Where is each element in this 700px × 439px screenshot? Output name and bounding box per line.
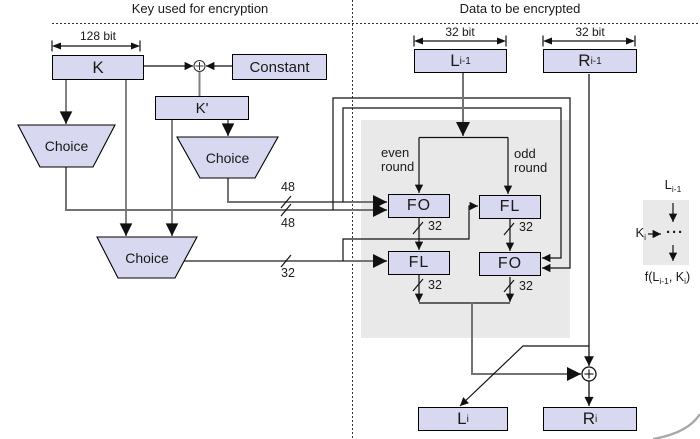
bus48-upper-label: 48: [281, 180, 295, 194]
mini-l-sub: i-1: [671, 184, 682, 194]
choice2-shape: [176, 136, 279, 179]
bus32-fo-even-label: 32: [428, 219, 442, 233]
slash-32: [280, 254, 292, 268]
mini-f-suffix: ): [686, 270, 691, 284]
k-box: K: [52, 55, 144, 80]
fl-odd-box: FL: [479, 195, 541, 219]
corner-swoosh-decoration: [652, 413, 700, 439]
bus32-fl-odd-label: 32: [519, 220, 533, 234]
choice2-label: Choice: [205, 150, 250, 166]
mini-function-panel: [643, 200, 689, 265]
r-in-sub: i-1: [590, 55, 602, 67]
fo-odd-box: FO: [479, 252, 541, 276]
r-width-arrow: [542, 35, 636, 47]
choice1-shape: [17, 124, 116, 168]
mini-k-sub: i: [644, 232, 646, 242]
k-width-arrow: [51, 40, 141, 52]
odd-round-label: odd round: [514, 147, 547, 175]
wire-round-out-to-xor2: [471, 303, 581, 381]
bus32-fo-odd-label: 32: [519, 279, 533, 293]
mini-dots: ···: [666, 224, 684, 241]
mini-k-base: K: [635, 225, 645, 240]
slash-48-lower: [280, 203, 292, 217]
choice3-shape: [96, 236, 198, 279]
even-round-label: even round: [381, 146, 414, 174]
mini-k-label: Ki: [616, 225, 646, 242]
fo-even-box: FO: [388, 194, 450, 218]
k-bit-width-label: 128 bit: [79, 29, 117, 43]
r-out-sub: i: [595, 413, 598, 425]
bus32-label: 32: [281, 266, 295, 280]
fl-even-box: FL: [388, 251, 450, 275]
l-bit-width-label: 32 bit: [445, 25, 475, 39]
l-in-sub: i-1: [459, 55, 471, 67]
choice3-label: Choice: [125, 250, 169, 266]
slash-48-upper: [280, 195, 292, 209]
k-prime-box: K': [155, 96, 249, 120]
xor1-node: [193, 59, 206, 73]
bus-48-upper: [227, 178, 387, 209]
mini-f-label: f(Li-1, Ki): [635, 270, 700, 286]
constant-box: Constant: [232, 54, 327, 80]
bus48-lower-label: 48: [281, 216, 295, 230]
mini-f-sub1: i-1: [659, 276, 669, 286]
odd-round-line2: round: [514, 160, 548, 175]
wrap-wire-inner: [342, 107, 562, 263]
mini-l-base: L: [664, 177, 672, 192]
even-round-line2: round: [381, 159, 415, 174]
slash-32-fl-odd: [503, 222, 515, 236]
bus32-fl-even-label: 32: [428, 278, 442, 292]
mini-f-prefix: f(L: [644, 270, 660, 284]
mini-f-mid: , K: [668, 270, 685, 284]
choice1-label: Choice: [44, 138, 89, 154]
slash-32-fo-even: [412, 221, 424, 235]
even-round-line1: even: [381, 145, 410, 160]
wire-r-in-to-l-out: [459, 345, 589, 407]
data-section-title: Data to be encrypted: [459, 1, 581, 16]
xor2-node: [581, 366, 597, 382]
r-in-base: R: [578, 51, 591, 70]
key-section-title: Key used for encryption: [131, 1, 269, 16]
bus-48-lower: [65, 167, 387, 217]
r-out-base: R: [582, 409, 596, 428]
slash-32-fl-even: [412, 278, 424, 292]
l-out-sub: i: [466, 413, 469, 425]
mini-l-label: Li-1: [646, 177, 700, 194]
slash-32-fo-odd: [503, 279, 515, 293]
odd-round-line1: odd: [514, 146, 536, 161]
l-in-base: L: [450, 51, 460, 70]
wrap-wire-outer: [332, 97, 571, 273]
l-width-arrow: [413, 35, 507, 47]
l-out-base: L: [457, 409, 467, 428]
round-function-panel: [361, 120, 570, 338]
mini-f-sub2: i: [684, 276, 687, 286]
bus-32-branch-to-fl-odd: [342, 201, 478, 261]
r-bit-width-label: 32 bit: [575, 25, 605, 39]
